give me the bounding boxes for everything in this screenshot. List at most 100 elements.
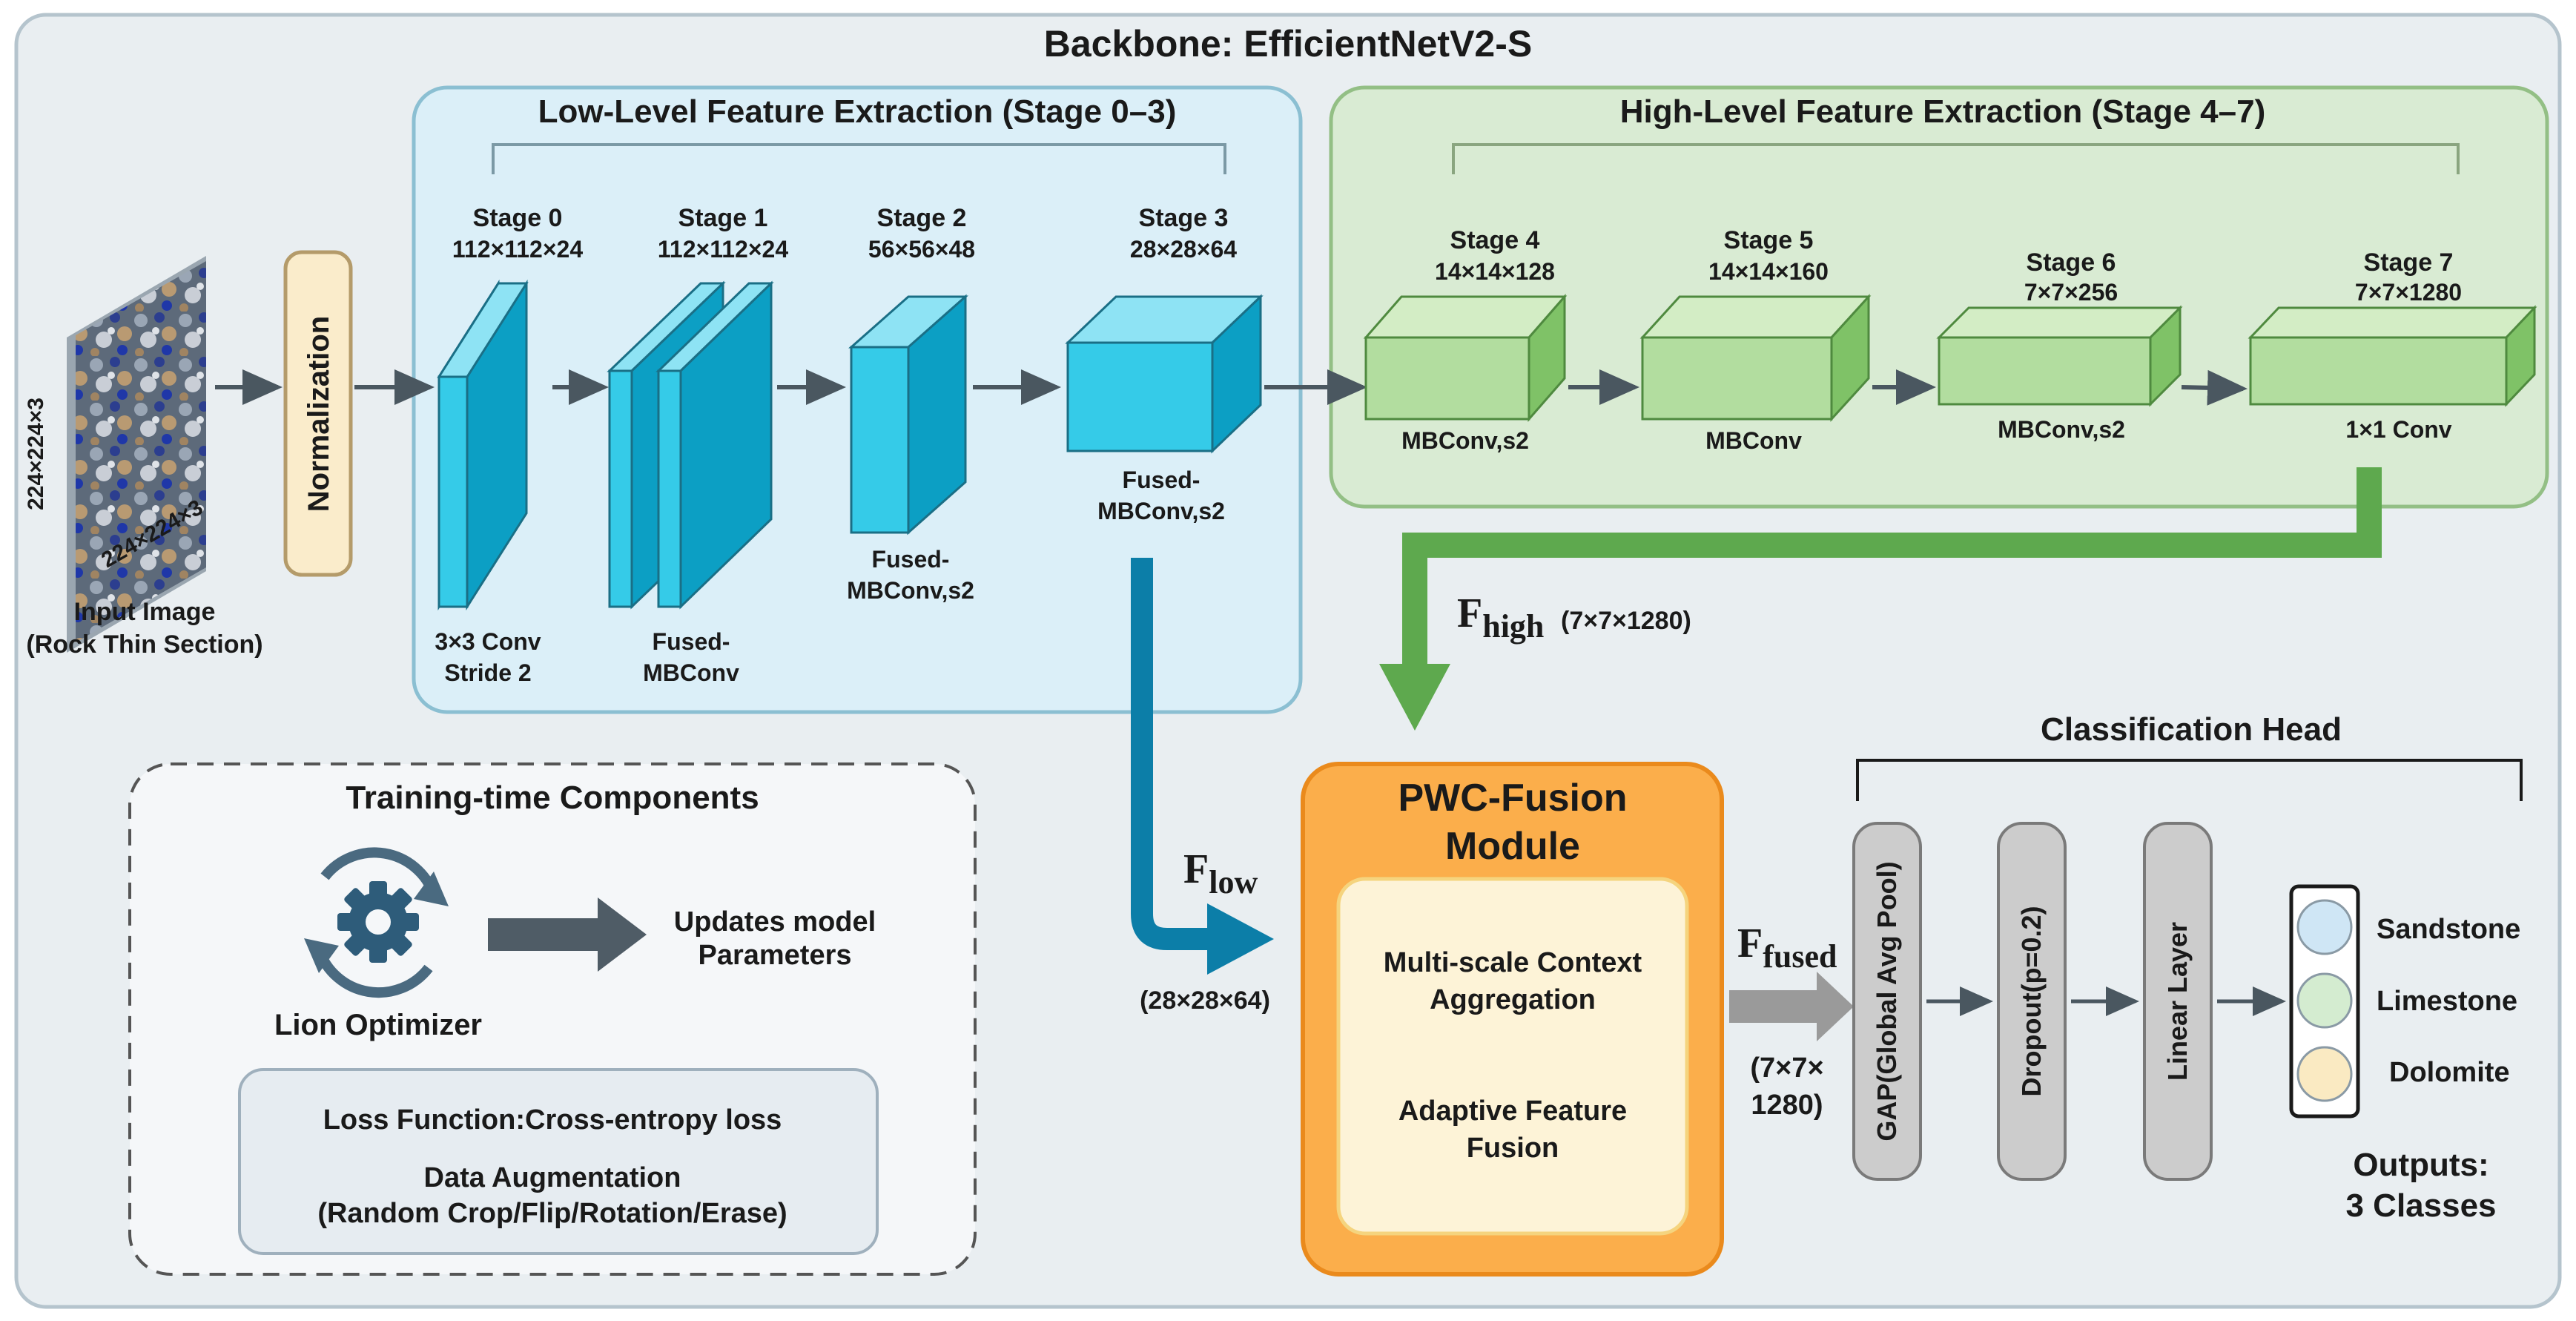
input-image: 224×224×3 224×224×3 Input Image (Rock Th… — [24, 256, 263, 659]
fusion-title-line2: Module — [1445, 825, 1580, 868]
stage0-block-line1: 3×3 Conv — [435, 628, 541, 655]
low-level-title: Low-Level Feature Extraction (Stage 0–3) — [538, 93, 1177, 130]
augmentation-line1: Data Augmentation — [424, 1162, 681, 1193]
stage6-labels: Stage 6 7×7×256 MBConv,s2 — [1998, 248, 2125, 443]
fusion-module: PWC-Fusion Module Multi-scale Context Ag… — [1301, 762, 1724, 1276]
class-sandstone: Sandstone — [2377, 914, 2520, 945]
stage2-block — [848, 294, 968, 536]
stage6-name: Stage 6 — [2027, 248, 2116, 277]
limestone-node — [2296, 972, 2353, 1029]
fusion-inner-panel — [1336, 877, 1689, 1236]
classification-head-title: Classification Head — [2041, 711, 2342, 748]
loss-aug-box — [238, 1068, 879, 1255]
stage3-block-line1: Fused- — [1123, 467, 1201, 493]
f-low-arrow — [1131, 558, 1274, 975]
augmentation-line2: (Random Crop/Flip/Rotation/Erase) — [317, 1198, 787, 1229]
stage1-name: Stage 1 — [678, 204, 768, 232]
classification-head-bracket — [1856, 759, 2523, 801]
stage1-block-line2: MBConv — [643, 659, 739, 686]
class-dolomite: Dolomite — [2389, 1057, 2510, 1088]
stage7-dim: 7×7×1280 — [2355, 279, 2462, 306]
stage2-block-line2: MBConv,s2 — [847, 577, 974, 604]
gear-cycle-icon — [304, 847, 449, 998]
stage1-block — [607, 280, 774, 610]
input-dim-vertical: 224×224×3 — [24, 398, 48, 510]
classification-head: Classification Head GAP(Global Avg Pool)… — [1852, 711, 2523, 1224]
stage1-block-line1: Fused- — [653, 628, 730, 655]
stage4-block — [1363, 294, 1568, 422]
stage5-block-label: MBConv — [1705, 427, 1802, 454]
optimizer-label: Lion Optimizer — [274, 1009, 482, 1041]
stage5-block — [1639, 294, 1872, 422]
training-panel: Training-time Components Lion Optimizer … — [128, 762, 977, 1276]
stage1-labels: Stage 1 112×112×24 Fused- MBConv — [643, 204, 788, 686]
sandstone-node — [2296, 899, 2353, 955]
stage1-dim: 112×112×24 — [658, 236, 788, 263]
normalization-block: Normalization — [283, 250, 353, 577]
stage0-block — [437, 279, 529, 611]
arrow-stage6-to-stage7 — [2181, 369, 2248, 406]
stage7-labels: Stage 7 7×7×1280 1×1 Conv — [2345, 248, 2462, 443]
fusion-item2-line2: Fusion — [1467, 1133, 1559, 1164]
f-low-dim: (28×28×64) — [1140, 986, 1270, 1015]
linear-layer-label: Linear Layer — [2162, 922, 2193, 1081]
stage3-dim: 28×28×64 — [1130, 236, 1237, 263]
stage2-block-line1: Fused- — [872, 546, 950, 573]
stage3-name: Stage 3 — [1139, 204, 1229, 232]
stage4-labels: Stage 4 14×14×128 MBConv,s2 — [1401, 226, 1555, 454]
stage6-dim: 7×7×256 — [2024, 279, 2118, 306]
stage7-block-label: 1×1 Conv — [2345, 416, 2451, 443]
f-fused-arrow — [1729, 972, 1854, 1041]
gap-layer — [1852, 822, 1922, 1181]
updates-line2: Parameters — [698, 940, 851, 971]
stage4-block-label: MBConv,s2 — [1401, 427, 1529, 454]
gap-layer-label: GAP(Global Avg Pool) — [1872, 861, 1902, 1141]
stage4-name: Stage 4 — [1450, 226, 1540, 254]
updates-arrow — [488, 897, 647, 972]
stage6-block-label: MBConv,s2 — [1998, 416, 2125, 443]
stage4-dim: 14×14×128 — [1435, 258, 1555, 285]
dolomite-node — [2296, 1046, 2353, 1102]
stage3-block-line2: MBConv,s2 — [1097, 498, 1225, 524]
stage3-labels: Stage 3 28×28×64 Fused- MBConv,s2 — [1097, 204, 1237, 524]
stage6-block — [1936, 305, 2183, 407]
f-high-arrow — [1379, 467, 2382, 731]
stage7-name: Stage 7 — [2364, 248, 2454, 277]
class-limestone: Limestone — [2377, 986, 2517, 1017]
input-label-line1: Input Image — [74, 598, 216, 626]
fusion-title-line1: PWC-Fusion — [1398, 777, 1627, 820]
normalization-label: Normalization — [303, 316, 335, 512]
stage2-name: Stage 2 — [877, 204, 967, 232]
updates-line1: Updates model — [674, 906, 876, 938]
training-title: Training-time Components — [346, 780, 759, 816]
backbone-title: Backbone: EfficientNetV2-S — [1044, 23, 1532, 65]
f-low-label: Flow — [1183, 846, 1258, 900]
fusion-item1-line1: Multi-scale Context — [1384, 947, 1642, 978]
stage5-labels: Stage 5 14×14×160 MBConv — [1705, 226, 1829, 454]
stage0-dim: 112×112×24 — [452, 236, 583, 263]
stage7-block — [2248, 305, 2537, 407]
stage2-labels: Stage 2 56×56×48 Fused- MBConv,s2 — [847, 204, 975, 604]
fusion-item1-line2: Aggregation — [1430, 984, 1596, 1015]
outputs-line1: Outputs: — [2353, 1147, 2489, 1183]
stage0-name: Stage 0 — [473, 204, 563, 232]
low-level-bracket — [492, 143, 1226, 174]
f-high-label: Fhigh — [1457, 590, 1544, 645]
stage2-dim: 56×56×48 — [868, 236, 975, 263]
stage5-name: Stage 5 — [1724, 226, 1814, 254]
f-fused-label: Ffused — [1737, 920, 1837, 975]
dropout-layer — [1997, 822, 2067, 1181]
linear-layer — [2143, 822, 2213, 1181]
stage5-dim: 14×14×160 — [1708, 258, 1829, 285]
high-level-bracket — [1452, 143, 2460, 174]
dropout-layer-label: Dropout(p=0.2) — [2016, 906, 2047, 1097]
high-level-title: High-Level Feature Extraction (Stage 4–7… — [1620, 93, 2265, 130]
stage0-block-line2: Stride 2 — [444, 659, 531, 686]
input-label-line2: (Rock Thin Section) — [26, 630, 262, 659]
f-high-dim: (7×7×1280) — [1561, 607, 1691, 635]
fusion-item2-line1: Adaptive Feature — [1398, 1096, 1627, 1127]
stage3-block — [1065, 294, 1264, 454]
f-fused-dim-line2: 1280) — [1751, 1090, 1823, 1121]
